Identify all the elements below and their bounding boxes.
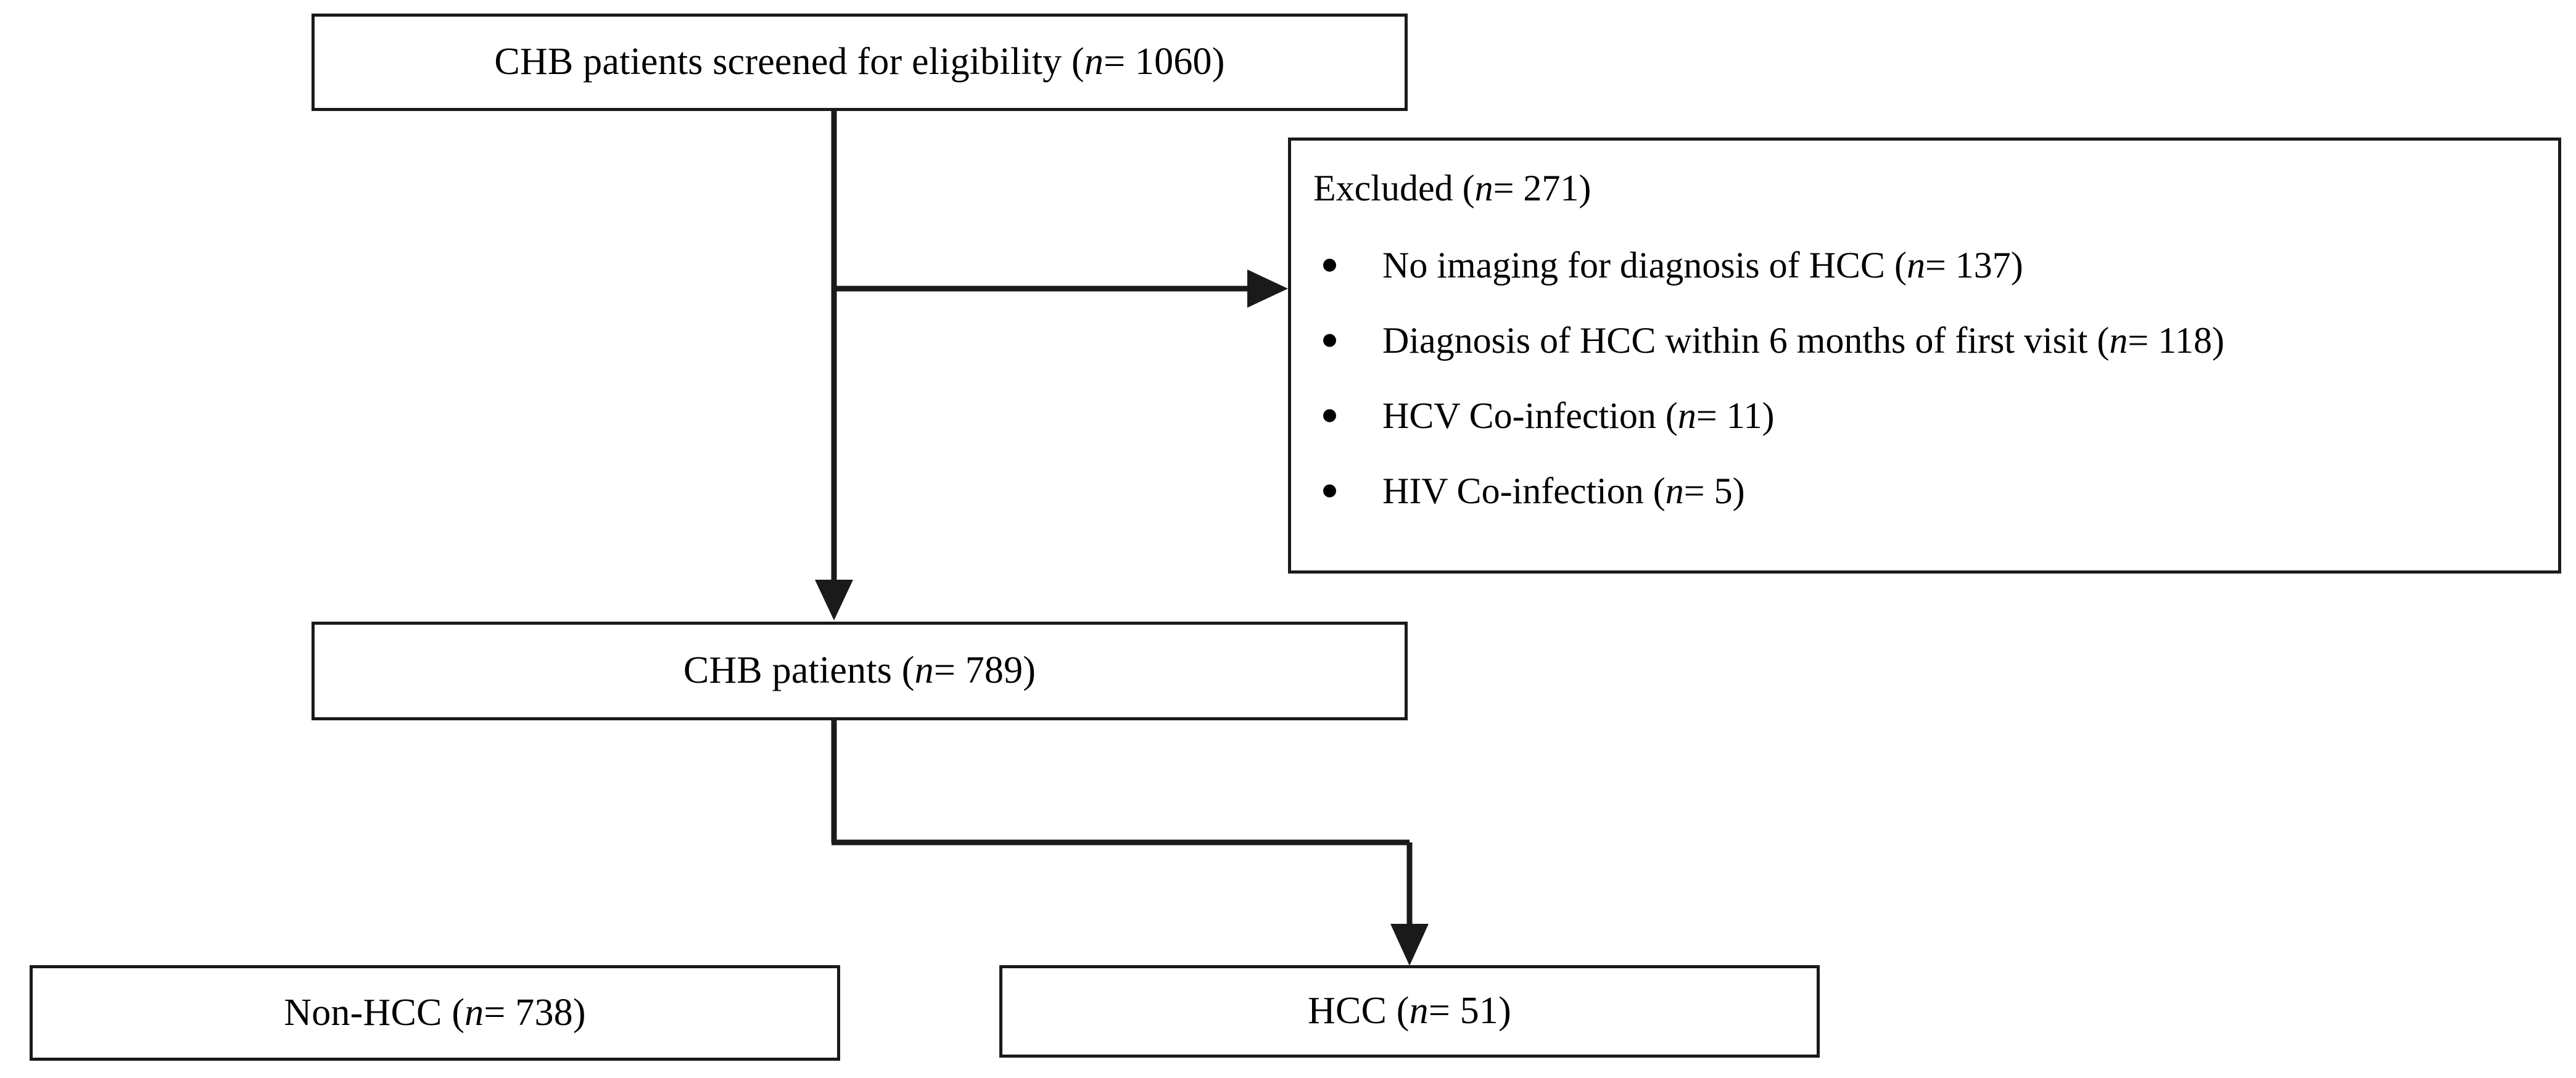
- bullet-dot-icon: [1323, 484, 1336, 498]
- exclusion-reason-3-suffix: = 5): [1683, 471, 1745, 511]
- node-excluded-heading: Excluded (n= 271): [1313, 168, 2558, 208]
- arrowhead-down-hcc: [1390, 924, 1429, 966]
- node-screened-label-prefix: CHB patients screened for eligibility (: [494, 41, 1084, 83]
- arrowhead-right-excluded: [1247, 270, 1288, 308]
- node-excluded: Excluded (n= 271) No imaging for diagnos…: [1288, 138, 2561, 574]
- exclusion-reason-1-n-symbol: n: [2109, 320, 2128, 361]
- exclusion-reason-1-suffix: = 118): [2128, 320, 2224, 361]
- arrowhead-down-chb: [815, 580, 853, 620]
- exclusion-reason-0-suffix: = 137): [1925, 245, 2023, 286]
- exclusion-reason-1-prefix: Diagnosis of HCC within 6 months of firs…: [1382, 320, 2110, 361]
- node-non-hcc-label-suffix: = 738): [484, 991, 586, 1034]
- node-screened-label: CHB patients screened for eligibility (n…: [494, 40, 1224, 84]
- node-non-hcc-label: Non-HCC (n= 738): [284, 991, 585, 1035]
- node-screened-for-eligibility: CHB patients screened for eligibility (n…: [312, 14, 1408, 111]
- node-chb-label: CHB patients (n= 789): [683, 649, 1036, 693]
- node-hcc: HCC (n= 51): [999, 965, 1820, 1058]
- node-excluded-heading-prefix: Excluded (: [1313, 168, 1475, 208]
- node-non-hcc-label-prefix: Non-HCC (: [284, 991, 465, 1034]
- node-hcc-label-suffix: = 51): [1428, 990, 1511, 1032]
- exclusion-reason-0-n-symbol: n: [1906, 245, 1925, 286]
- list-item: HCV Co-infection (n= 11): [1313, 397, 2558, 434]
- node-excluded-n-symbol: n: [1474, 168, 1493, 208]
- node-chb-label-suffix: = 789): [933, 649, 1036, 692]
- node-non-hcc-n-symbol: n: [464, 991, 484, 1034]
- exclusion-reason-3-prefix: HIV Co-infection (: [1382, 471, 1666, 511]
- exclusion-reason-2-prefix: HCV Co-infection (: [1382, 395, 1678, 436]
- node-chb-n-symbol: n: [914, 649, 934, 692]
- node-screened-n-symbol: n: [1084, 41, 1104, 83]
- node-excluded-heading-suffix: = 271): [1493, 168, 1591, 208]
- node-non-hcc: Non-HCC (n= 738): [30, 965, 840, 1061]
- exclusion-reason-0-prefix: No imaging for diagnosis of HCC (: [1382, 245, 1907, 286]
- node-screened-label-suffix: = 1060): [1104, 41, 1225, 83]
- list-item: Diagnosis of HCC within 6 months of firs…: [1313, 322, 2558, 359]
- exclusion-reason-2-n-symbol: n: [1677, 395, 1696, 436]
- node-chb-label-prefix: CHB patients (: [683, 649, 915, 692]
- node-chb-patients: CHB patients (n= 789): [312, 622, 1408, 720]
- node-hcc-label-prefix: HCC (: [1308, 990, 1410, 1032]
- list-item: HIV Co-infection (n= 5): [1313, 472, 2558, 509]
- exclusion-reason-2-suffix: = 11): [1696, 395, 1775, 436]
- bullet-dot-icon: [1323, 258, 1336, 272]
- exclusion-reason-3-n-symbol: n: [1665, 471, 1684, 511]
- node-hcc-label: HCC (n= 51): [1308, 989, 1511, 1033]
- node-hcc-n-symbol: n: [1409, 990, 1429, 1032]
- bullet-dot-icon: [1323, 334, 1336, 347]
- list-item: No imaging for diagnosis of HCC (n= 137): [1313, 247, 2558, 284]
- exclusion-reason-list: No imaging for diagnosis of HCC (n= 137)…: [1313, 247, 2558, 509]
- bullet-dot-icon: [1323, 409, 1336, 422]
